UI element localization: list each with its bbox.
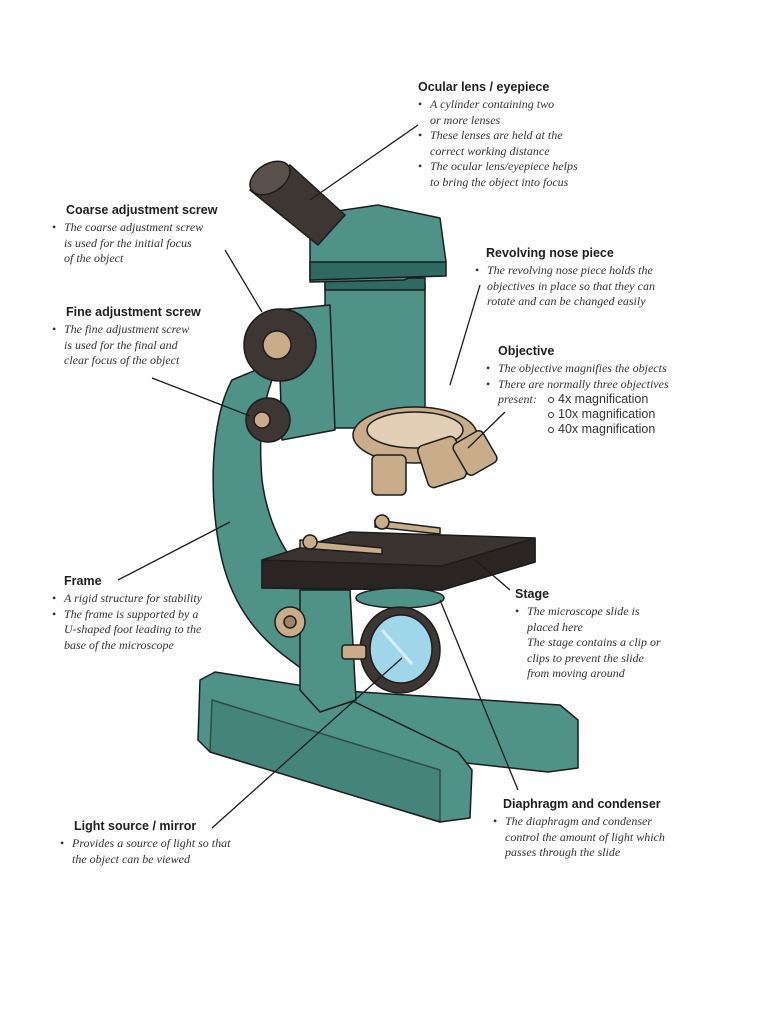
label-stage: Stage The microscope slide is placed her… xyxy=(515,587,661,682)
magnification-10x: 10x magnification xyxy=(548,407,655,423)
frame-point: The frame is supported by a xyxy=(52,607,202,623)
magnification-text: 40x magnification xyxy=(558,422,656,436)
objective-lenses xyxy=(371,429,498,496)
ocular-point: correct working distance xyxy=(430,143,550,158)
ocular-title: Ocular lens / eyepiece xyxy=(418,80,550,94)
nosepiece-point: rotate and can be changed easily xyxy=(487,294,646,308)
stage-title: Stage xyxy=(515,587,550,601)
label-objective: Objective The objective magnifies the ob… xyxy=(486,344,669,440)
frame-point: A rigid structure for stability xyxy=(52,591,202,607)
stage-point: placed here xyxy=(527,619,583,634)
nosepiece-point: The revolving nose piece holds the xyxy=(475,263,655,279)
fine-point: is used for the final and xyxy=(64,337,178,352)
objective-title: Objective xyxy=(498,344,555,358)
magnification-text: 10x magnification xyxy=(558,407,656,421)
light-point: the object can be viewed xyxy=(72,851,190,866)
coarse-point: is used for the initial focus xyxy=(64,235,192,250)
ocular-point: The ocular lens/eyepiece helps xyxy=(418,159,578,175)
magnification-40x: 40x magnification xyxy=(548,422,655,438)
pillar xyxy=(299,589,357,713)
stage-point: from moving around xyxy=(527,666,625,680)
ocular-point: A cylinder containing two xyxy=(418,97,578,113)
objective-point: The objective magnifies the objects xyxy=(486,361,669,377)
nosepiece-point: objectives in place so that they can xyxy=(487,278,655,293)
label-diaphragm-condenser: Diaphragm and condenser The diaphragm an… xyxy=(493,797,665,861)
diaphragm-point: passes through the slide xyxy=(505,845,621,859)
fine-title: Fine adjustment screw xyxy=(66,305,201,319)
ocular-point: These lenses are held at the xyxy=(418,128,578,144)
label-ocular-lens: Ocular lens / eyepiece A cylinder contai… xyxy=(418,80,578,190)
nosepiece-title: Revolving nose piece xyxy=(486,246,614,260)
coarse-title: Coarse adjustment screw xyxy=(66,203,218,217)
frame-point: base of the microscope xyxy=(64,637,174,652)
stage-clips xyxy=(299,514,441,555)
label-fine-adjustment: Fine adjustment screw The fine adjustmen… xyxy=(52,305,201,369)
diaphragm-point: control the amount of light which xyxy=(505,829,665,844)
fine-point: clear focus of the object xyxy=(64,353,180,367)
coarse-point: The coarse adjustment screw xyxy=(52,220,217,236)
magnification-4x: 4x magnification xyxy=(548,392,648,408)
mirror xyxy=(341,606,441,694)
stage-point: The microscope slide is xyxy=(515,604,661,620)
fine-point: The fine adjustment screw xyxy=(52,322,201,338)
stage-point: clips to prevent the slide xyxy=(527,650,644,665)
label-revolving-nosepiece: Revolving nose piece The revolving nose … xyxy=(475,246,655,310)
ocular-point: to bring the object into focus xyxy=(430,174,569,189)
frame-point: U-shaped foot leading to the xyxy=(64,622,202,636)
label-light-source: Light source / mirror Provides a source … xyxy=(60,819,230,867)
light-title: Light source / mirror xyxy=(74,819,197,833)
condenser xyxy=(355,587,445,609)
objective-point: There are normally three objectives xyxy=(486,377,669,393)
diaphragm-title: Diaphragm and condenser xyxy=(503,797,661,811)
coarse-point: of the object xyxy=(64,251,124,265)
body-tube xyxy=(324,277,426,429)
leader-lines xyxy=(117,124,519,829)
label-coarse-adjustment: Coarse adjustment screw The coarse adjus… xyxy=(52,203,217,267)
stage-point: The stage contains a clip or xyxy=(527,635,661,649)
diaphragm-point: The diaphragm and condenser xyxy=(493,814,665,830)
objective-present-label: present: xyxy=(498,392,537,406)
frame-title: Frame xyxy=(64,574,102,588)
ocular-point: or more lenses xyxy=(430,112,501,127)
magnification-text: 4x magnification xyxy=(558,392,649,406)
label-frame: Frame A rigid structure for stability Th… xyxy=(52,574,202,653)
light-point: Provides a source of light so that xyxy=(60,836,230,852)
eyepiece-tube xyxy=(249,160,346,246)
